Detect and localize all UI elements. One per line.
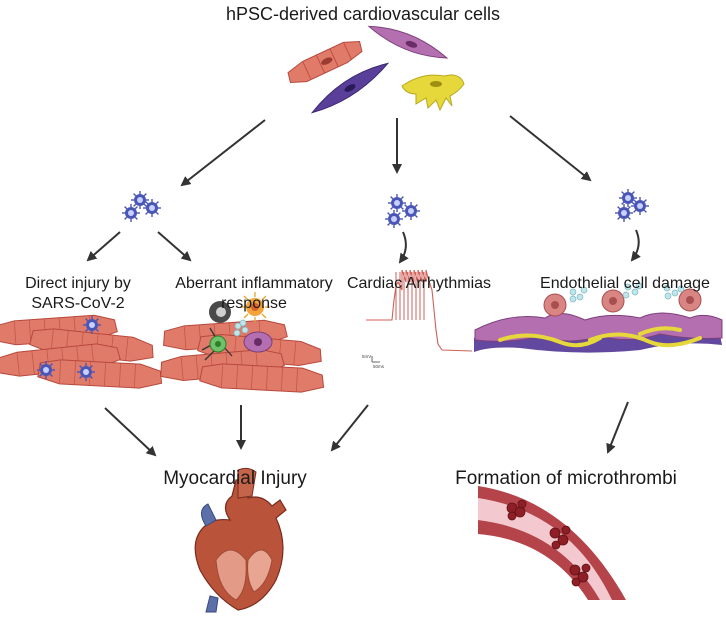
label-inflammatory-response: Aberrant inflammatory response [175,275,333,312]
virus-cluster-right [614,188,650,223]
label-formation-microthrombi: Formation of microthrombi [455,468,677,489]
action-potential-trace: 5mV 50ms [362,269,473,369]
arrow-to-left-branch [180,119,266,187]
heart-illustration [194,467,287,613]
scale-voltage-label: 5mV [362,354,371,359]
label-direct-injury: Direct injury by SARS-CoV-2 [25,275,131,312]
scale-time-label: 50ms [373,364,385,369]
arrow-to-direct-injury [86,231,121,262]
label-cardiac-arrhythmias: Cardiac Arrhythmias [346,275,492,292]
inflamed-cardiomyocytes [158,292,326,394]
fibroblast-cell-small [243,331,273,353]
trace-scale-bar [371,356,380,363]
arrow-curve-arrhythmia [398,231,409,264]
virus-cluster-left [121,190,162,223]
blood-vessel-illustration [478,486,626,600]
diagram-title: hPSC-derived cardiovascular cells [225,4,501,24]
arrow-to-inflammatory [157,231,192,262]
endothelial-particles [569,282,685,303]
hpsc-cell-cluster [287,25,465,114]
smooth-muscle-cell [401,74,465,112]
label-endothelial-damage: Endothelial cell damage [540,275,710,292]
lymphocyte-cell [201,327,233,361]
damaged-endothelial-cells [543,288,702,317]
macrophage-cell [209,301,231,323]
label-myocardial-injury: Myocardial Injury [163,468,307,489]
endothelial-layer [474,282,723,353]
cardiomyocyte-cell [287,40,363,84]
branch-arrows [86,115,641,457]
fibroblast-cell [367,25,449,59]
arrow-endothelial-to-microthrombi [606,401,629,454]
cytokine-dots [233,319,249,337]
arrow-arrhythmia-to-myocardial [330,404,369,452]
inflammatory-cell [240,292,270,322]
arrow-direct-to-myocardial [104,407,157,457]
virus-cluster-middle [384,193,421,229]
arrow-to-endothelial [509,115,592,182]
microthrombus-clot [506,499,591,587]
endothelial-cell [310,62,390,114]
infected-cardiomyocytes [0,313,164,390]
arrow-curve-endothelial [630,229,641,262]
